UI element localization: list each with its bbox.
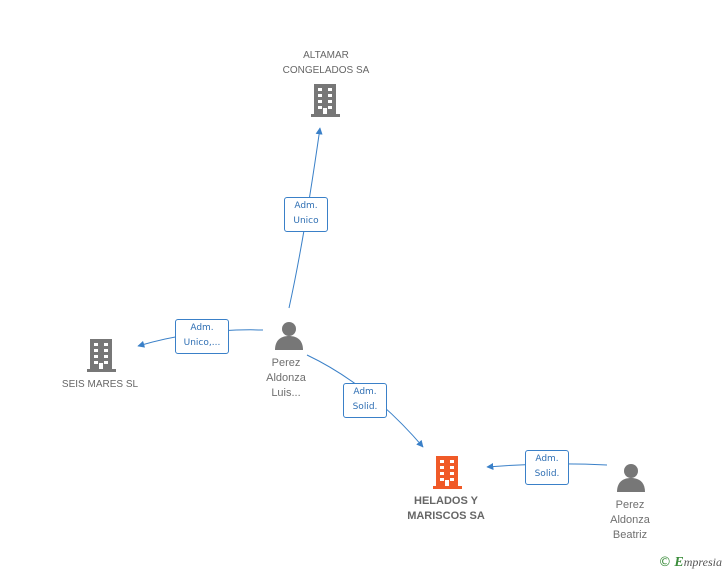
edge-label-line: Adm. — [294, 201, 318, 211]
node-label-altamar[interactable]: ALTAMAR CONGELADOS SA — [282, 50, 370, 76]
edge-label-luis-altamar[interactable]: Adm. Unico — [284, 197, 328, 232]
building-icon[interactable] — [87, 339, 116, 372]
node-label-seis-mares[interactable]: SEIS MARES SL — [61, 379, 139, 390]
edge-label-line: Unico — [293, 216, 319, 226]
person-icon[interactable] — [275, 322, 303, 350]
node-label-perez-beatriz[interactable]: Perez Aldonza Beatriz — [610, 499, 650, 541]
node-label-helados[interactable]: HELADOS Y MARISCOS SA — [407, 495, 485, 522]
edge-label-line: Solid. — [352, 402, 378, 412]
edge-label-line: Unico,... — [183, 338, 221, 348]
edge-label-beatriz-helados[interactable]: Adm. Solid. — [525, 450, 569, 485]
brand-logo-initial: E — [674, 555, 684, 570]
edge-label-luis-helados[interactable]: Adm. Solid. — [343, 383, 387, 418]
building-icon[interactable] — [433, 456, 462, 489]
edge-label-line: Adm. — [190, 323, 214, 333]
brand-logo-text: mpresia — [683, 555, 722, 569]
copyright-icon: © — [658, 555, 672, 570]
edge-label-luis-seis[interactable]: Adm. Unico,... — [175, 319, 229, 354]
building-icon[interactable] — [311, 84, 340, 117]
edge-label-line: Adm. — [353, 387, 377, 397]
edge-label-line: Solid. — [534, 469, 560, 479]
edge-label-line: Adm. — [535, 454, 559, 464]
node-label-perez-luis[interactable]: Perez Aldonza Luis... — [266, 357, 306, 399]
brand-footer[interactable]: © Empresia — [658, 555, 722, 571]
person-icon[interactable] — [617, 464, 645, 492]
